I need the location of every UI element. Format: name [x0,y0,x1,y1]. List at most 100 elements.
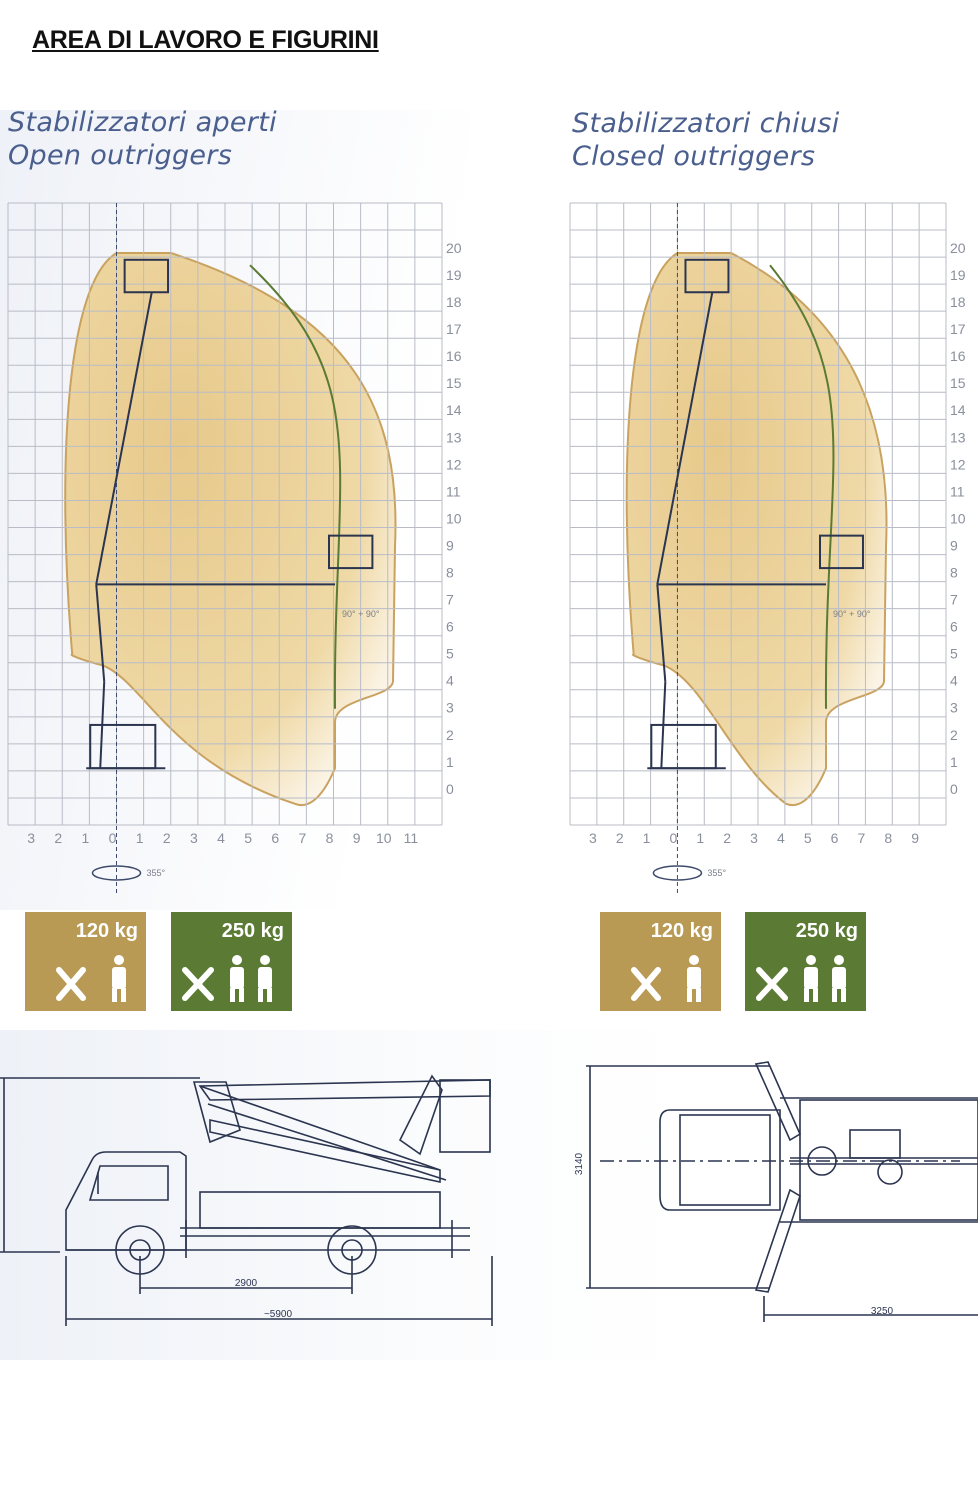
x-tick-label: 3 [589,830,597,846]
x-tick-label: 5 [244,830,252,846]
y-tick-label: 12 [446,456,462,472]
load-limit-line [769,264,835,709]
basket-top [684,258,730,294]
x-tick-label: 9 [911,830,919,846]
load-label: 120 kg [75,920,138,942]
panel-title-en: Open outriggers [8,140,233,171]
y-tick-label: 16 [950,348,966,364]
y-tick-label: 20 [950,240,966,256]
y-tick-label: 8 [446,564,454,580]
y-tick-label: 7 [950,592,958,608]
panel-title-it: Stabilizzatori aperti [8,107,277,138]
y-tick-label: 18 [446,294,462,310]
cab-outline [65,1151,187,1251]
panel-title-it: Stabilizzatori chiusi [572,108,840,139]
y-tick-label: 1 [446,754,454,770]
y-tick-label: 5 [446,646,454,662]
y-tick-label: 3 [446,700,454,716]
person-icon [832,955,846,1002]
x-tick-label: 6 [271,830,279,846]
y-tick-label: 7 [446,592,454,608]
working-area [625,251,888,807]
chart-grid [569,202,947,826]
rotation-icon [652,865,703,881]
y-tick-label: 11 [950,483,965,499]
panel-title-closed: Stabilizzatori chiusi Closed outriggers [572,107,840,173]
y-tick-label: 3 [950,700,958,716]
y-tick-label: 6 [446,619,454,635]
x-tick-label: 7 [298,830,306,846]
y-tick-label: 0 [446,781,454,797]
x-tick-label: 2 [54,830,62,846]
x-tick-label: 8 [884,830,892,846]
tools-icon [756,967,788,1001]
basket-rotation-label: 90° + 90° [342,609,380,619]
y-tick-label: 13 [446,429,462,445]
y-tick-label: 2 [446,727,454,743]
y-tick-label: 6 [950,619,958,635]
person-icon [230,955,244,1002]
x-tick-label: 0 [670,830,678,846]
y-tick-label: 20 [446,240,462,256]
y-tick-label: 16 [446,348,462,364]
y-tick-label: 14 [446,402,462,418]
load-label: 120 kg [650,920,713,942]
load-limit-line [249,264,342,709]
y-tick-label: 17 [446,321,462,337]
x-tick-label: 1 [643,830,651,846]
truck-top-view: 3140 3250 [574,1061,978,1322]
x-tick-label: 3 [190,830,198,846]
outrigger-length-label: 3250 [871,1306,894,1317]
x-tick-label: 3 [750,830,758,846]
x-tick-label: 3 [27,830,35,846]
wheelbase-label: 2900 [235,1278,258,1289]
x-tick-label: 11 [404,830,419,846]
cab-top-outline [659,1109,781,1211]
boom-drawing [86,258,374,770]
x-tick-label: 0 [109,830,117,846]
outrigger-front-left [754,1061,802,1142]
outrigger-rear-left [754,1188,801,1293]
person-icon [112,955,126,1002]
x-tick-label: 2 [723,830,731,846]
boom-drawing [647,258,864,770]
person-icon [258,955,272,1002]
y-tick-label: 9 [446,537,454,553]
panel-title-open: Stabilizzatori aperti Open outriggers [8,106,277,172]
x-tick-label: 5 [804,830,812,846]
person-icon [804,955,818,1002]
working-area [64,251,397,807]
y-tick-label: 0 [950,781,958,797]
load-badge-250kg-closed: 250 kg [745,912,866,1011]
y-tick-label: 17 [950,321,966,337]
basket-outline [439,1079,491,1153]
x-tick-label: 8 [326,830,334,846]
y-tick-label: 19 [446,267,462,283]
basket-rotation-label: 90° + 90° [833,609,871,619]
x-tick-label: 10 [376,830,392,846]
operator-icon [56,955,126,1002]
y-tick-label: 9 [950,537,958,553]
basket-side [819,534,864,570]
x-tick-label: 1 [136,830,144,846]
length-label: ~5900 [264,1309,293,1320]
width-label: 3140 [574,1152,585,1175]
rotation-label: 355° [147,868,166,878]
y-tick-label: 4 [950,673,958,689]
operator-icon [631,955,701,1002]
x-tick-label: 4 [217,830,225,846]
y-tick-label: 4 [446,673,454,689]
y-tick-label: 2 [950,727,958,743]
y-tick-label: 14 [950,402,966,418]
rotation-icon [91,865,142,881]
load-badge-120kg-open: 120 kg [25,912,146,1011]
truck-side-view: 2900 ~5900 [0,1074,493,1326]
y-tick-label: 5 [950,646,958,662]
x-tick-label: 4 [777,830,785,846]
panel-title-en: Closed outriggers [572,141,816,172]
y-tick-label: 19 [950,267,966,283]
x-tick-label: 9 [353,830,361,846]
x-tick-label: 1 [696,830,704,846]
person-icon [687,955,701,1002]
